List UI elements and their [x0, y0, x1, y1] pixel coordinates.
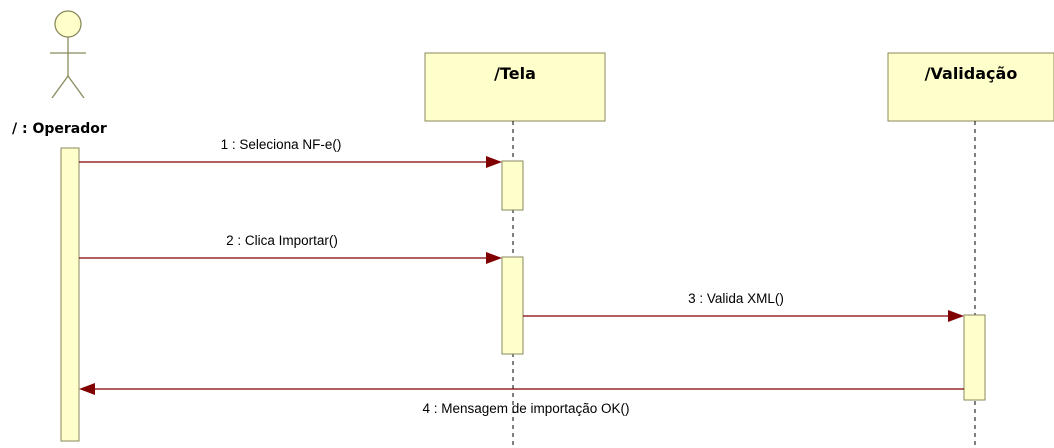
message-arrowhead-4: [79, 383, 95, 395]
actor-operador: [50, 10, 86, 99]
message-arrowhead-2: [486, 252, 502, 264]
message-arrowhead-1: [486, 156, 502, 168]
activation-bar-operador: [60, 147, 80, 442]
participant-title-tela: /Tela: [494, 64, 536, 83]
participant-title-validacao: /Validação: [925, 64, 1018, 83]
participant-box-validacao: [887, 52, 1054, 122]
activation-bar-tela-2: [501, 256, 524, 355]
participant-box-tela: [424, 52, 606, 122]
actor-label: / : Operador: [12, 121, 107, 137]
message-label-2: 2 : Clica Importar(): [226, 233, 338, 248]
message-label-1: 1 : Seleciona NF-e(): [221, 137, 342, 152]
actor-head-icon: [54, 10, 82, 38]
message-label-3: 3 : Valida XML(): [688, 291, 784, 306]
activation-bar-validacao: [963, 314, 986, 401]
message-label-4: 4 : Mensagem de importação OK(): [422, 401, 629, 416]
actor-right-leg: [67, 75, 85, 99]
activation-bar-tela-1: [501, 160, 524, 211]
message-arrowhead-3: [948, 310, 964, 322]
actor-left-leg: [51, 75, 69, 99]
